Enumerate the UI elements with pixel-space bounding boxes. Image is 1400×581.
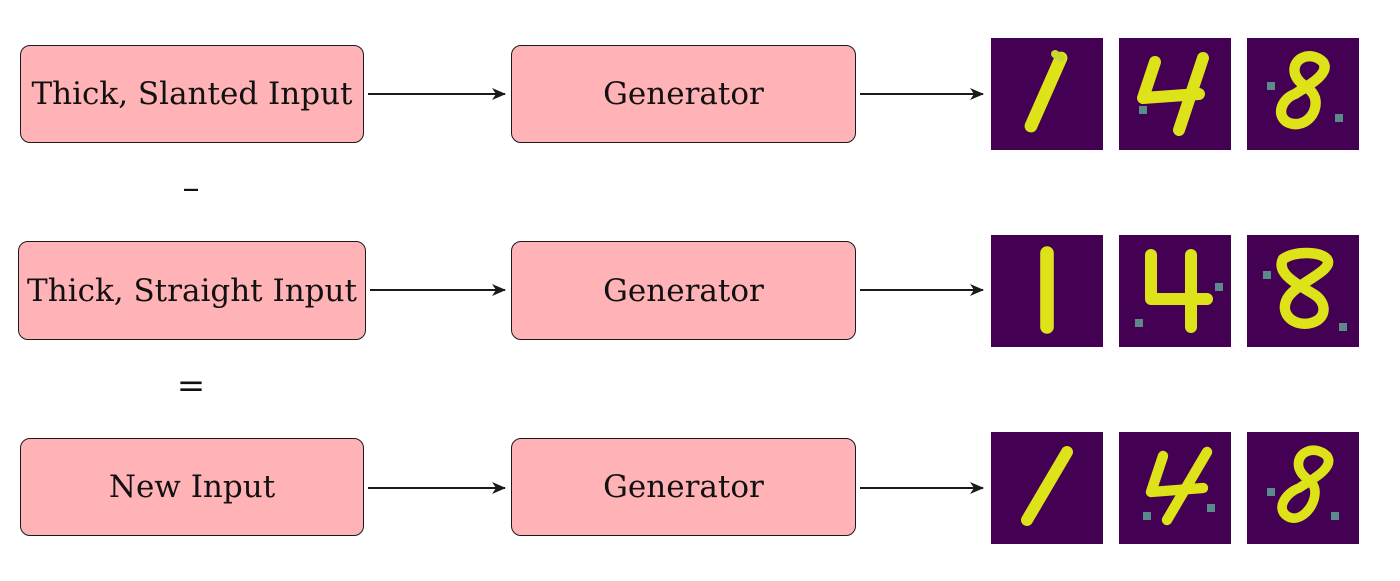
generator-box-3: Generator: [511, 438, 856, 536]
generator-box-2: Generator: [511, 241, 856, 340]
generator-label-1: Generator: [603, 76, 764, 112]
output-digit-1-4: [1119, 38, 1231, 150]
output-digit-1-1: [991, 38, 1103, 150]
digit-four-new-image: [1143, 446, 1215, 526]
output-digit-3-8: [1247, 432, 1359, 544]
digit-one-slanted-image: [1024, 50, 1068, 133]
digit-one-new-image: [1021, 446, 1073, 526]
output-digit-2-1: [991, 235, 1103, 347]
input-box-3: New Input: [20, 438, 364, 536]
digit-eight-straight-image: [1263, 247, 1347, 331]
output-digit-1-8: [1247, 38, 1359, 150]
generator-box-1: Generator: [511, 45, 856, 143]
input-box-1: Thick, Slanted Input: [20, 45, 364, 143]
digit-one-straight-image: [1040, 246, 1054, 334]
generator-label-3: Generator: [603, 469, 764, 505]
output-digit-2-4: [1119, 235, 1231, 347]
input-label-3: New Input: [108, 469, 276, 505]
output-digit-2-8: [1247, 235, 1359, 347]
input-label-1: Thick, Slanted Input: [31, 76, 353, 112]
equals-operator: =: [176, 366, 206, 406]
input-label-2: Thick, Straight Input: [27, 272, 357, 309]
minus-operator: –: [182, 168, 200, 208]
output-digit-3-4: [1119, 432, 1231, 544]
digit-eight-new-image: [1267, 445, 1339, 523]
input-box-2: Thick, Straight Input: [18, 241, 366, 340]
generator-label-2: Generator: [603, 272, 764, 309]
digit-four-straight-image: [1135, 249, 1223, 333]
output-digit-3-1: [991, 432, 1103, 544]
digit-eight-slanted-image: [1267, 51, 1343, 130]
digit-four-slanted-image: [1137, 52, 1209, 136]
